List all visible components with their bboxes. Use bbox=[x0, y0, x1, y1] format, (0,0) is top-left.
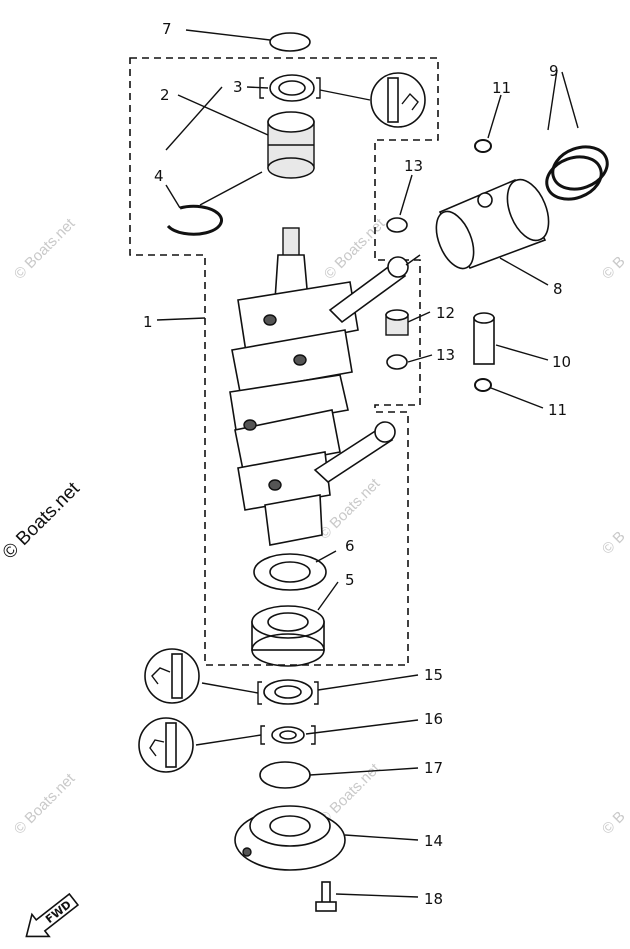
part-7-o-ring bbox=[269, 32, 311, 52]
connecting-rod-lower bbox=[313, 421, 396, 484]
watermark: © Boats.net bbox=[11, 770, 79, 838]
watermark-edge: © B bbox=[599, 253, 629, 283]
connecting-rod-upper bbox=[328, 256, 409, 324]
callout-17: 17 bbox=[424, 759, 443, 777]
part-14-housing bbox=[234, 805, 346, 871]
callout-7: 7 bbox=[162, 20, 172, 38]
part-4-circlip bbox=[166, 204, 223, 236]
watermark-edge: © B bbox=[599, 808, 629, 838]
callout-2: 2 bbox=[160, 86, 170, 104]
callout-10: 10 bbox=[552, 353, 571, 371]
part-16-oil-seal bbox=[271, 726, 305, 744]
callout-16: 16 bbox=[424, 710, 443, 728]
callout-11-upper: 11 bbox=[492, 79, 511, 97]
part-11-clip-upper bbox=[474, 139, 492, 153]
part-3-oil-seal bbox=[269, 74, 315, 102]
callout-13-upper: 13 bbox=[404, 157, 423, 175]
seal-lip-detail-3 bbox=[370, 72, 426, 128]
seal-lip-detail-15 bbox=[144, 648, 200, 704]
part-18-bolt bbox=[315, 881, 337, 912]
part-15-oil-seal bbox=[263, 679, 313, 705]
part-17-o-ring bbox=[259, 761, 311, 789]
part-5-ball-bearing bbox=[251, 605, 325, 667]
callout-6: 6 bbox=[345, 537, 355, 555]
callout-15: 15 bbox=[424, 666, 443, 684]
watermark-edge: © B bbox=[599, 528, 629, 558]
watermark: © Boats.net bbox=[11, 215, 79, 283]
callout-5: 5 bbox=[345, 571, 355, 589]
callout-12: 12 bbox=[436, 304, 455, 322]
fwd-arrow: FWD bbox=[25, 892, 80, 938]
leader-16-detail bbox=[195, 734, 262, 746]
part-6-oil-seal bbox=[253, 553, 327, 591]
callout-14: 14 bbox=[424, 832, 443, 850]
crankshaft bbox=[229, 227, 359, 546]
callout-13-lower: 13 bbox=[436, 346, 455, 364]
leader-3-detail bbox=[319, 89, 371, 101]
callout-11-lower: 11 bbox=[548, 401, 567, 419]
part-13-washer-upper bbox=[386, 217, 408, 233]
part-12-needle-bearing bbox=[385, 309, 409, 336]
watermark: © Boats.net bbox=[321, 215, 389, 283]
part-13-washer-lower bbox=[386, 354, 408, 370]
callout-18: 18 bbox=[424, 890, 443, 908]
callout-1: 1 bbox=[143, 313, 153, 331]
callout-4: 4 bbox=[154, 167, 164, 185]
callouts: 7 3 2 4 1 6 5 9 11 13 8 12 13 10 11 15 1… bbox=[143, 20, 571, 908]
callout-3: 3 bbox=[233, 78, 243, 96]
part-8-piston bbox=[435, 178, 550, 270]
part-9-piston-rings bbox=[545, 145, 609, 201]
callout-8: 8 bbox=[553, 280, 563, 298]
part-10-piston-pin bbox=[473, 312, 495, 365]
seal-lip-detail-16 bbox=[138, 717, 194, 773]
part-2-needle-bearing bbox=[267, 111, 315, 179]
part-11-clip-lower bbox=[474, 378, 492, 392]
callout-9: 9 bbox=[549, 62, 559, 80]
leader-lines bbox=[156, 29, 579, 898]
watermark: © Boats.net bbox=[0, 478, 84, 564]
assembly-boundary bbox=[129, 57, 439, 666]
leader-15-detail bbox=[201, 682, 259, 694]
